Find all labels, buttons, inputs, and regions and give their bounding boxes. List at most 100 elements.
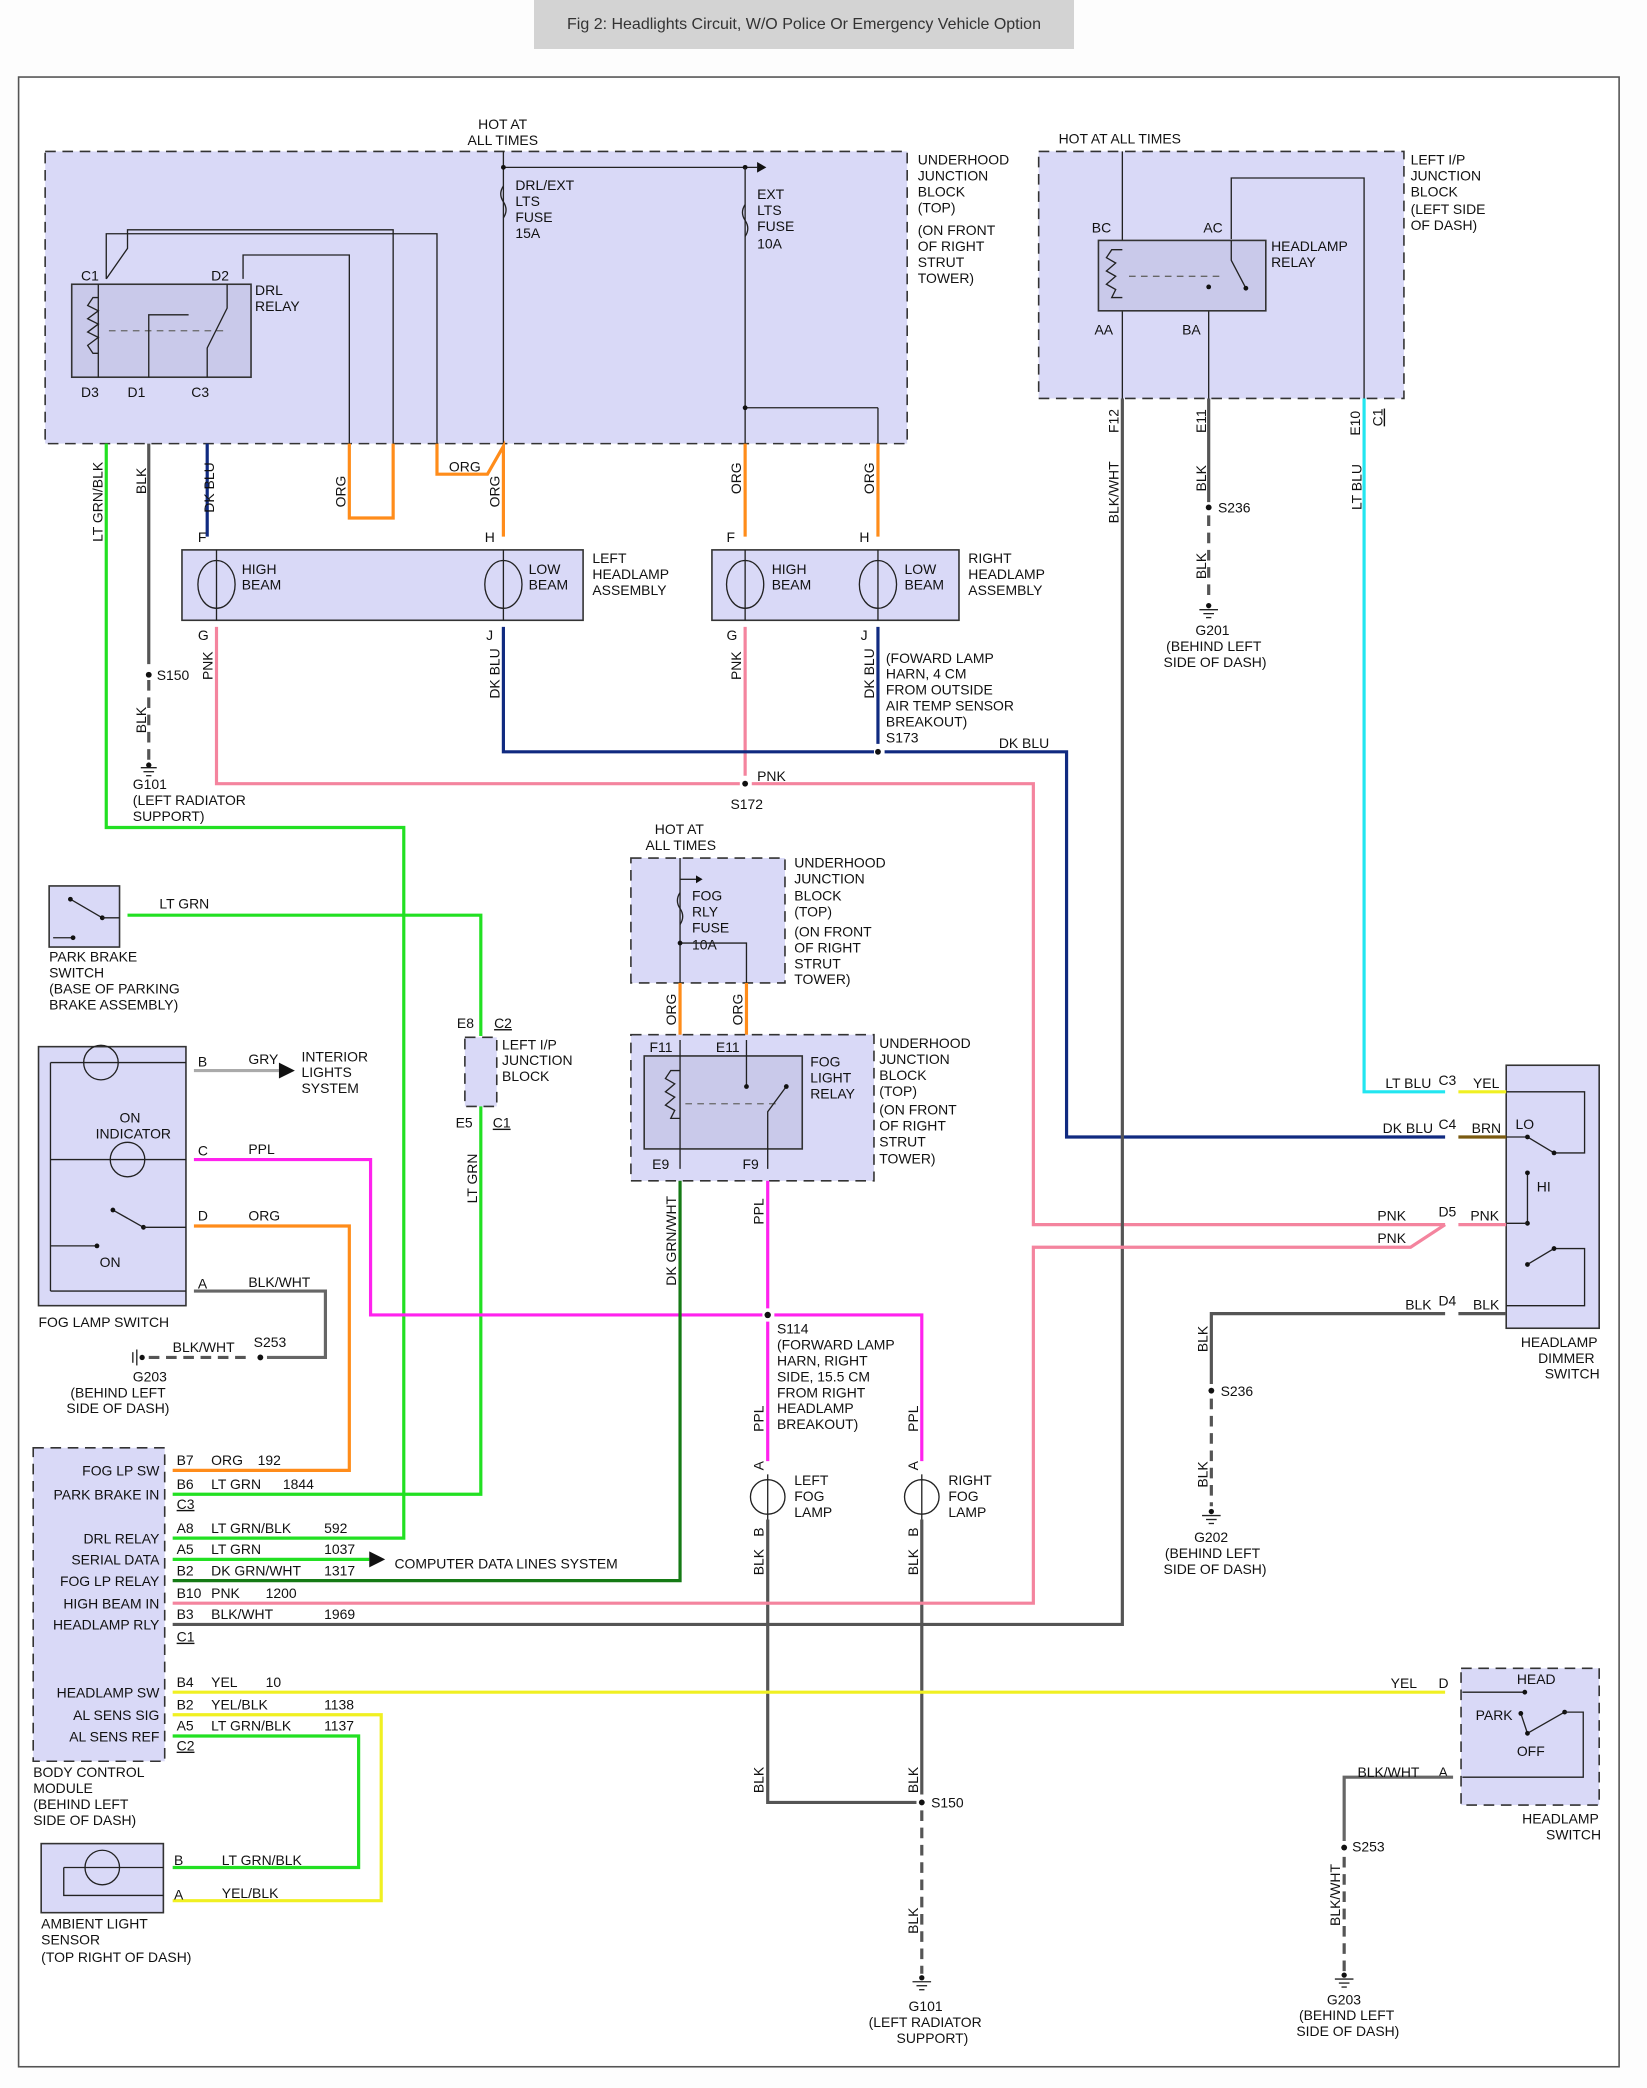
bcm-pin-name: PARK BRAKE IN [54,1487,160,1503]
wire-lt-grn-blk [104,443,406,1540]
diagram-label: J [861,627,868,643]
diagram-label: ORG [663,994,679,1026]
diagram-label: 10A [692,937,718,953]
bcm-circuit-number: 1844 [283,1476,314,1492]
bcm-pin-number: A8 [177,1520,194,1536]
diagram-label: S236 [1218,500,1251,516]
diagram-label: G202 [1194,1529,1228,1545]
diagram-label: E8 [457,1015,474,1031]
diagram-label: LT GRN/BLK [222,1852,303,1868]
bcm-wire-color: LT GRN [211,1541,261,1557]
diagram-label: D1 [128,384,146,400]
diagram-label: LAMP [948,1504,986,1520]
arrow-icon [278,1062,295,1079]
diagram-label: (FOWARD LAMP [886,650,994,666]
diagram-label: STRUT [918,254,965,270]
diagram-label: (BEHIND LEFT [33,1796,129,1812]
diagram-label: PNK [1377,1208,1406,1224]
diagram-label: A [174,1886,184,1902]
diagram-label: BLOCK [502,1068,550,1084]
diagram-label: OF DASH) [1411,217,1478,233]
diagram-label: C2 [494,1015,512,1031]
diagram-label: HEADLAMP [1521,1334,1598,1350]
diagram-label: FUSE [692,919,729,935]
diagram-label: E11 [716,1039,740,1055]
diagram-label: B [751,1527,767,1536]
underhood-junction-block-top: HOT AT ALL TIMES UNDERHOOD JUNCTION BLOC… [44,116,1009,452]
diagram-label: COMPUTER DATA LINES SYSTEM [394,1556,617,1572]
bcm-circuit-number: 1317 [324,1562,355,1578]
diagram-label: ORG [486,476,502,508]
diagram-label: DK BLU [201,462,217,512]
diagram-label: C4 [1438,1116,1456,1132]
diagram-label: (ON FRONT [918,222,996,238]
hot-label: ALL TIMES [468,132,538,148]
diagram-label: PNK [728,651,744,680]
diagram-label: YEL/BLK [222,1885,279,1901]
bcm-circuit-number: 592 [324,1520,348,1536]
diagram-label: BLK [1473,1297,1500,1313]
diagram-label: HIGH [242,561,277,577]
diagram-label: SIDE OF DASH) [1296,2023,1399,2039]
diagram-label: E5 [456,1115,473,1131]
diagram-label: FOG LAMP SWITCH [39,1314,170,1330]
diagram-label: LEFT [794,1472,829,1488]
diagram-label: OF RIGHT [794,939,861,955]
diagram-label: BLK [133,706,149,733]
diagram-label: (ON FRONT [879,1101,957,1117]
diagram-label: F11 [650,1039,673,1055]
diagram-label: TOWER) [794,971,850,987]
diagram-label: D3 [81,384,99,400]
diagram-label: ASSEMBLY [968,582,1042,598]
diagram-label: LT BLU [1385,1075,1431,1091]
diagram-label: BA [1182,322,1201,338]
diagram-label: LOW [905,561,938,577]
left-ip-junction-block: HOT AT ALL TIMES LEFT I/PJUNCTIONBLOCK(L… [1037,130,1485,436]
diagram-label: S114 [777,1321,809,1337]
diagram-label: S173 [886,729,919,745]
diagram-label: BC [1092,219,1111,235]
diagram-label: BLOCK [794,888,842,904]
ground-g201 [1199,603,1218,619]
diagram-label: HARN, RIGHT [777,1352,868,1368]
diagram-label: LT BLU [1348,464,1364,510]
diagram-label: ORG [728,462,744,494]
splice-s172: S172 [731,796,764,812]
diagram-label: AA [1094,322,1113,338]
diagram-label: (LEFT RADIATOR [133,792,246,808]
diagram-label: AIR TEMP SENSOR [886,698,1014,714]
diagram-label: (TOP) [879,1083,917,1099]
diagram-label: JUNCTION [918,168,988,184]
bcm-pin-number: B10 [177,1585,202,1601]
diagram-label: 10A [757,235,783,251]
diagram-label: SIDE OF DASH) [66,1400,169,1416]
diagram-label: A [198,1275,208,1291]
diagram-label: (LEFT RADIATOR [869,2014,982,2030]
diagram-label: C1 [493,1115,511,1131]
bcm-pin-number: B6 [177,1476,194,1492]
diagram-label: (FORWARD LAMP [777,1336,895,1352]
splice-s150: S150 [157,667,190,683]
bcm-pin-name: AL SENS SIG [73,1707,159,1723]
uh-block-label: UNDERHOOD JUNCTION BLOCK (TOP) (ON FRONT… [918,152,1009,286]
diagram-label: (TOP) [794,903,832,919]
diagram-label: BLK [751,1548,767,1575]
diagram-label: F [198,529,207,545]
diagram-label: HEADLAMP [777,1400,854,1416]
diagram-label: SENSOR [41,1932,100,1948]
diagram-label: C3 [177,1496,195,1512]
diagram-label: RELAY [810,1085,855,1101]
diagram-label: HEADLAMP [1522,1811,1599,1827]
diagram-label: A [1438,1764,1448,1780]
diagram-label: OFF [1517,1743,1545,1759]
diagram-label: PPL [905,1405,921,1432]
diagram-label: BEAM [905,577,944,593]
bcm-pin-name: HEADLAMP RLY [53,1617,159,1633]
bcm-pin-number: B4 [177,1674,194,1690]
